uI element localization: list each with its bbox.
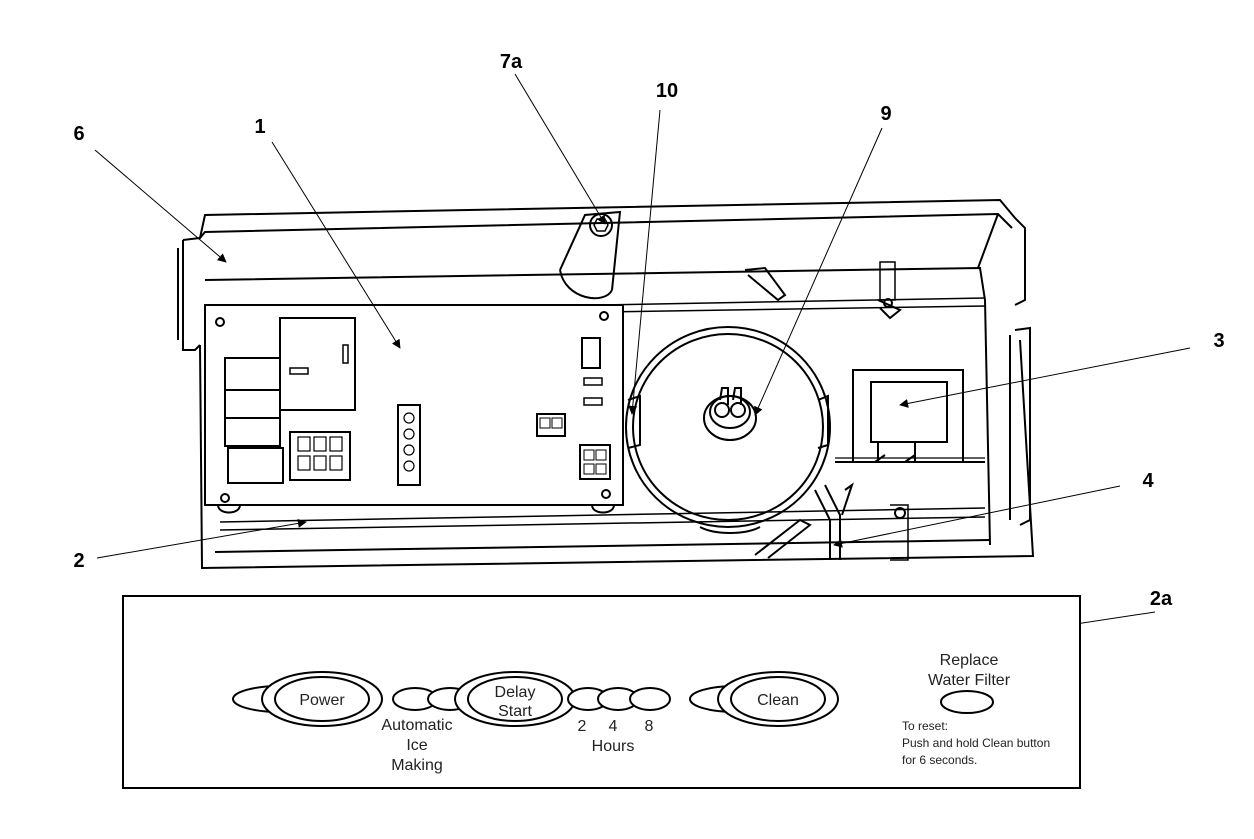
leader-1 xyxy=(271,141,401,349)
leader-3 xyxy=(899,347,1191,408)
delay-label-2: Start xyxy=(498,703,532,720)
reset-label-1: To reset: xyxy=(902,719,948,733)
auto-ice-label-3: Making xyxy=(391,757,443,774)
transformer xyxy=(835,369,985,463)
power-label: Power xyxy=(299,692,345,709)
hours-label: Hours xyxy=(592,738,635,755)
round-reservoir xyxy=(625,326,831,534)
leader-7a xyxy=(514,73,606,225)
callout-3: 3 xyxy=(1213,330,1224,352)
leader-9 xyxy=(754,127,883,416)
filter-label-2: Water Filter xyxy=(928,672,1011,689)
callout-2a: 2a xyxy=(1150,588,1173,610)
callout-6: 6 xyxy=(73,123,84,145)
leader-4 xyxy=(833,485,1121,548)
callout-10: 10 xyxy=(656,80,678,102)
hours-2-label: 2 xyxy=(578,718,587,735)
clean-label: Clean xyxy=(757,692,799,709)
replace-filter-indicator xyxy=(940,690,994,714)
hours-8-label: 8 xyxy=(645,718,654,735)
leader-6 xyxy=(94,149,227,263)
housing-assembly xyxy=(177,198,1035,570)
clean-button[interactable] xyxy=(689,671,839,727)
control-panel: Power Automatic Ice Making Delay Start 2… xyxy=(122,595,1081,789)
auto-ice-label-1: Automatic xyxy=(381,717,452,734)
callout-4: 4 xyxy=(1142,470,1154,492)
callout-9: 9 xyxy=(880,103,891,125)
callout-labels: 1 2 2a 3 4 6 7a 9 10 xyxy=(73,51,1224,610)
callout-leaders xyxy=(94,73,1191,642)
callout-7a: 7a xyxy=(500,51,523,73)
delay-start-button[interactable] xyxy=(454,671,576,727)
auto-ice-label-2: Ice xyxy=(406,737,427,754)
leader-10 xyxy=(628,109,661,415)
hours-4-label: 4 xyxy=(609,718,618,735)
callout-2: 2 xyxy=(73,550,84,572)
reset-label-3: for 6 seconds. xyxy=(902,753,977,767)
callout-1: 1 xyxy=(254,116,265,138)
power-button[interactable] xyxy=(232,671,383,727)
hours-indicators xyxy=(567,687,671,711)
control-board xyxy=(204,304,624,514)
leader-2 xyxy=(96,518,307,559)
filter-label-1: Replace xyxy=(940,652,999,669)
reset-label-2: Push and hold Clean button xyxy=(902,736,1050,750)
delay-label-1: Delay xyxy=(495,684,536,701)
